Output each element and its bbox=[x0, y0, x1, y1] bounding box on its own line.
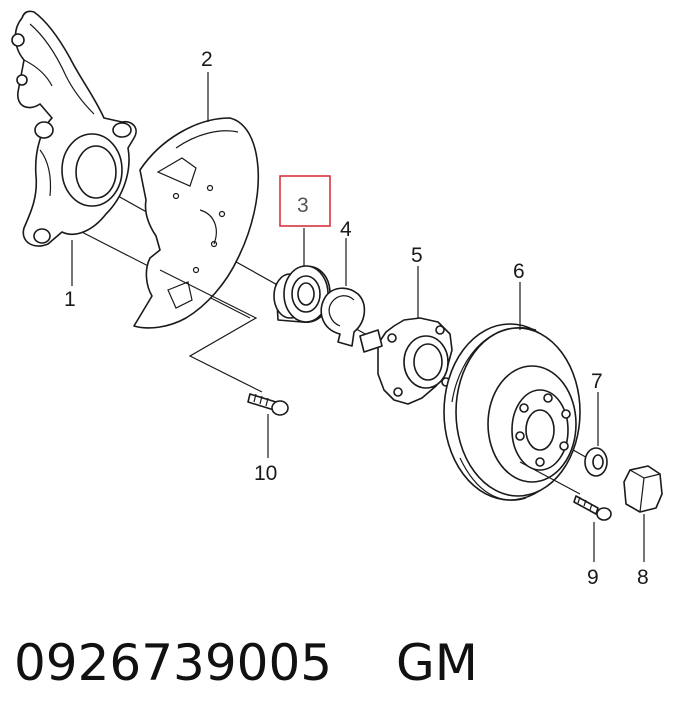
wheel-bolt bbox=[573, 495, 612, 521]
callout-2: 2 bbox=[201, 48, 213, 71]
callout-5: 5 bbox=[411, 244, 423, 267]
callout-4: 4 bbox=[340, 218, 352, 241]
callout-7: 7 bbox=[591, 370, 603, 393]
callout-10: 10 bbox=[254, 462, 277, 485]
washer bbox=[584, 447, 608, 477]
leader-lines bbox=[71, 72, 645, 562]
snap-ring bbox=[320, 287, 366, 347]
shield-bolt bbox=[247, 393, 289, 416]
callout-6: 6 bbox=[513, 260, 525, 283]
part-number: 0926739005 bbox=[14, 634, 333, 692]
brand-name: GM bbox=[396, 634, 478, 692]
callout-1: 1 bbox=[64, 288, 76, 311]
callout-8: 8 bbox=[637, 566, 649, 589]
splash-shield bbox=[133, 117, 260, 329]
wheel-hub bbox=[359, 317, 453, 405]
steering-knuckle bbox=[11, 10, 137, 247]
highlight-box bbox=[279, 175, 331, 227]
exploded-hub-diagram: 1 2 3 4 5 6 7 8 9 10 bbox=[11, 10, 663, 589]
part-footer: 0926739005 GM bbox=[14, 628, 674, 698]
brake-disc bbox=[443, 323, 581, 501]
hub-nut bbox=[623, 465, 663, 513]
callout-3: 3 bbox=[297, 194, 309, 217]
callout-9: 9 bbox=[587, 566, 599, 589]
